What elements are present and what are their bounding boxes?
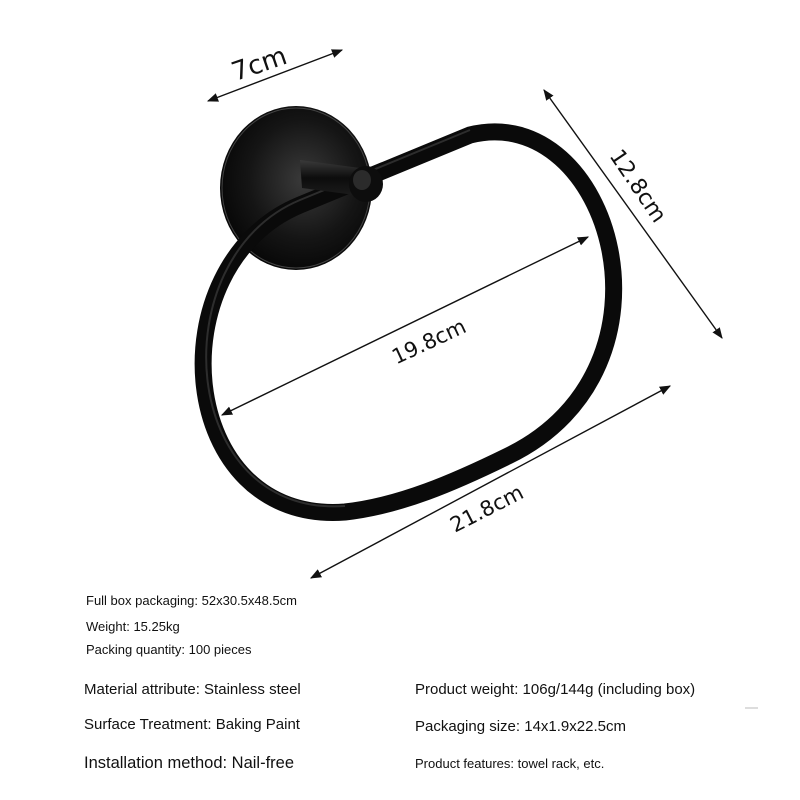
dimension-label-overall-length: 21.8cm: [446, 480, 527, 537]
dimension-arrow-base-width: [206, 49, 344, 102]
dimension-arrow-ring-inner: [220, 236, 590, 416]
spec-weight: Weight: 15.25kg: [86, 619, 180, 634]
dimension-label-ring-inner: 19.8cm: [388, 314, 470, 369]
dimension-arrow-height: [543, 89, 723, 339]
spec-installation-method: Installation method: Nail-free: [84, 754, 295, 772]
connector-post: [300, 160, 383, 202]
spec-packing-quantity: Packing quantity: 100 pieces: [86, 642, 252, 657]
spec-surface-treatment: Surface Treatment: Baking Paint: [84, 716, 300, 733]
spec-packaging-size: Packaging size: 14x1.9x22.5cm: [415, 718, 626, 735]
spec-full-box-packaging: Full box packaging: 52x30.5x48.5cm: [86, 593, 298, 608]
spec-product-weight: Product weight: 106g/144g (including box…: [415, 681, 696, 698]
dimension-arrow-overall-length: [310, 385, 671, 579]
spec-material: Material attribute: Stainless steel: [84, 681, 301, 698]
spec-product-features: Product features: towel rack, etc.: [415, 756, 605, 771]
